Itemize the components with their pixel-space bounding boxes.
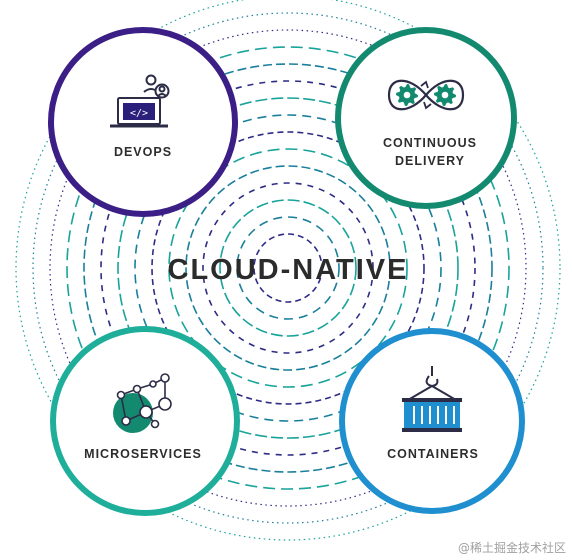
ripple-ring [15, 0, 561, 541]
ripple-ring [219, 199, 357, 337]
ripple-ring [100, 80, 476, 456]
watermark-text: @稀土掘金技术社区 [458, 540, 566, 555]
laptop-code-people-icon [110, 74, 170, 128]
containers-node: CONTAINERS [339, 328, 525, 514]
network-nodes-icon [113, 373, 172, 433]
gear-hub [441, 91, 449, 99]
ripple-ring [236, 216, 340, 320]
ripple-ring [83, 63, 493, 473]
center-title: CLOUD-NATIVE [168, 254, 409, 286]
continuous-delivery-node: CONTINUOUS DELIVERY [335, 27, 517, 209]
ripple-ring [32, 12, 544, 524]
devops-label: DEVOPS [114, 145, 172, 159]
microservices-node: MICROSERVICES [50, 326, 240, 516]
gear-hub [403, 91, 411, 99]
ripple-ring [253, 233, 323, 303]
microservices-label: MICROSERVICES [84, 447, 202, 461]
continuous-delivery-label-line2: DELIVERY [395, 154, 465, 168]
ripple-ring [168, 148, 408, 388]
ripple-ring [202, 182, 374, 354]
ripple-ring [49, 29, 527, 507]
containers-label: CONTAINERS [387, 447, 479, 461]
devops-node: </> DEVOPS [48, 27, 238, 217]
code-brackets-glyph: </> [130, 108, 148, 119]
ripple-ring [117, 97, 459, 439]
shipping-container-hook-icon [402, 366, 462, 432]
concentric-ripples [15, 0, 561, 541]
ripple-ring [185, 165, 391, 371]
continuous-delivery-ring [335, 27, 517, 209]
gears-loop-icon [387, 79, 465, 111]
ripple-ring [134, 114, 442, 422]
ripple-ring [66, 46, 510, 490]
continuous-delivery-label-line1: CONTINUOUS [383, 136, 477, 150]
ripple-ring [151, 131, 425, 405]
